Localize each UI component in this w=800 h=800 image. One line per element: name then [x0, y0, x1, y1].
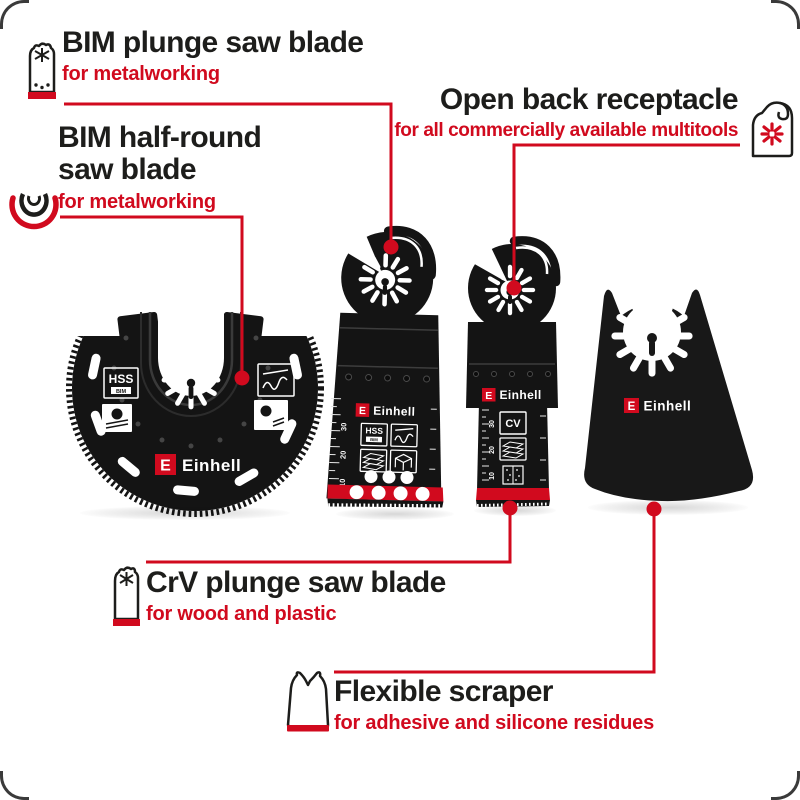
callout-subtitle: for wood and plastic: [146, 603, 337, 626]
wood-planks-icon: [499, 437, 527, 461]
svg-text:Einhell: Einhell: [644, 399, 692, 414]
rounded-corner-mark: [771, 0, 800, 29]
plunge-saw-blade: 30 20 10 E Einhell HSS BIM: [326, 225, 444, 508]
metal-pipe-icon-2: [254, 400, 288, 430]
material-mark-box: CV: [499, 411, 527, 435]
svg-text:BIM: BIM: [116, 389, 127, 395]
metal-pipe-icon: [102, 404, 132, 432]
svg-text:10: 10: [338, 479, 347, 488]
callout-bim-half-round: BIM half-round saw blade for metalworkin…: [58, 121, 298, 214]
shadow: [474, 505, 556, 516]
rounded-corner-mark: [0, 771, 29, 800]
rounded-corner-mark: [0, 0, 29, 29]
stripe-holes: [349, 485, 430, 501]
material-mark-box: HSS BIM: [360, 422, 389, 447]
einhell-logo: E Einhell: [355, 403, 416, 419]
svg-text:20: 20: [489, 446, 496, 454]
svg-text:HSS: HSS: [109, 372, 134, 386]
svg-text:20: 20: [338, 451, 347, 460]
star-burst: [760, 122, 784, 146]
callout-title: Flexible scraper: [334, 675, 553, 708]
svg-text:HSS: HSS: [365, 425, 383, 435]
svg-text:Einhell: Einhell: [373, 404, 415, 419]
half-round-saw-blade: HSS BIM E Einhell: [66, 310, 324, 517]
crv-plunge-saw-blade: E Einhell 30 20 10 CV: [466, 236, 561, 507]
metal-profile-icon: [390, 423, 419, 448]
shadow: [336, 508, 454, 520]
svg-text:E: E: [485, 390, 492, 402]
open-back-curl: [383, 225, 437, 280]
rivets: [473, 371, 551, 377]
rivets: [345, 373, 431, 383]
svg-text:30: 30: [339, 423, 348, 432]
svg-text:E: E: [628, 401, 636, 413]
shadow: [80, 506, 290, 520]
ruler-numbers: 30 20 10: [338, 423, 349, 488]
svg-text:Einhell: Einhell: [182, 456, 241, 475]
mount-holes: [364, 470, 414, 485]
open-back-receptacle-icon: [751, 101, 794, 158]
svg-text:BIM: BIM: [370, 437, 378, 442]
crv-blade-icon: [113, 566, 140, 626]
red-stripe: [476, 488, 550, 500]
flexible-scraper: E Einhell: [584, 289, 754, 502]
drywall-board-icon: [502, 465, 524, 485]
ruler-numbers: 30 20 10: [489, 420, 496, 480]
metal-profile-icon: [257, 363, 295, 397]
callout-title: Open back receptacle: [439, 83, 739, 116]
ruler-ticks: [482, 409, 546, 481]
svg-text:E: E: [359, 405, 366, 417]
einhell-logo: E Einhell: [155, 454, 241, 475]
svg-text:10: 10: [489, 472, 496, 480]
callout-subtitle: for metalworking: [58, 190, 216, 213]
blade-upper-body: [466, 322, 558, 408]
svg-text:Einhell: Einhell: [500, 388, 542, 402]
callout-subtitle: for adhesive and silicone residues: [334, 712, 654, 735]
callout-subtitle: for metalworking: [62, 63, 220, 86]
scraper-icon: [286, 671, 330, 732]
teeth: [328, 503, 443, 508]
einhell-logo: E Einhell: [482, 388, 542, 402]
svg-text:CV: CV: [505, 418, 521, 430]
mount-tab-left: [117, 312, 161, 350]
callout-open-back: Open back receptacle for all commerciall…: [394, 83, 739, 142]
callout-title: CrV plunge saw blade: [146, 566, 446, 599]
callout-title: BIM plunge saw blade: [62, 26, 364, 59]
blade-lower-body: [477, 402, 549, 490]
callout-crv-plunge: CrV plunge saw blade for wood and plasti…: [146, 566, 446, 626]
callout-bim-plunge: BIM plunge saw blade for metalworking: [62, 26, 364, 86]
rounded-corner-mark: [771, 771, 800, 800]
callout-title: BIM half-round saw blade: [58, 121, 262, 187]
callout-subtitle: for all commercially available multitool…: [394, 120, 738, 142]
svg-text:E: E: [160, 458, 171, 475]
half-round-blade-icon: [9, 193, 59, 230]
plunge-blade-icon: [28, 42, 56, 99]
callout-flexible-scraper: Flexible scraper for adhesive and silico…: [334, 675, 654, 735]
blade-body: [326, 312, 442, 502]
shadow: [588, 500, 748, 515]
svg-text:30: 30: [489, 420, 496, 428]
einhell-logo: E Einhell: [624, 398, 691, 414]
